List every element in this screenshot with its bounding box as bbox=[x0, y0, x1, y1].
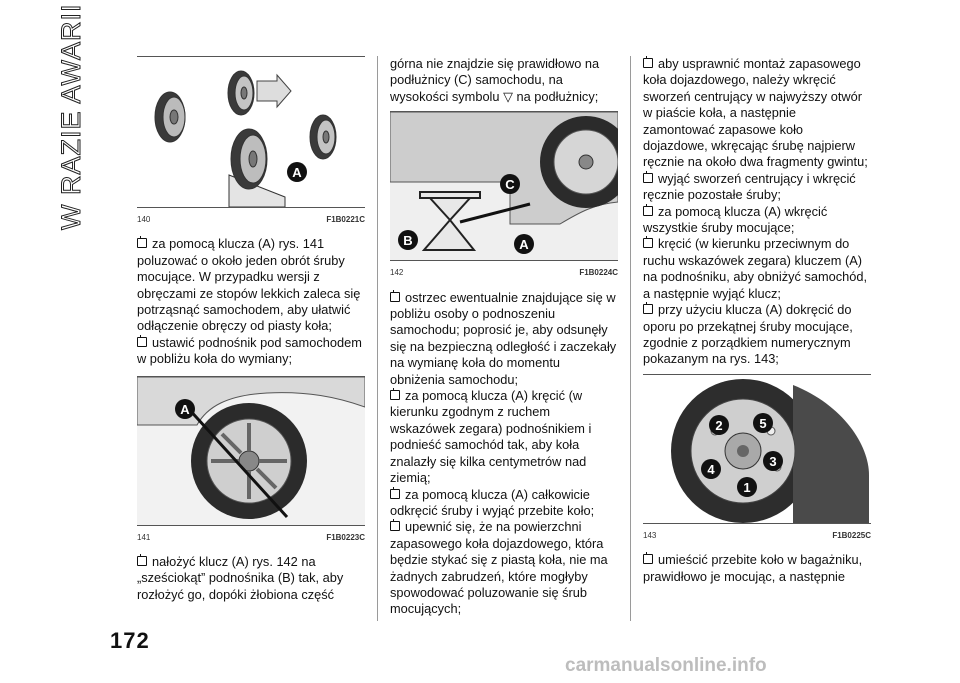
svg-text:4: 4 bbox=[707, 462, 715, 477]
figure-number: 140 bbox=[137, 215, 151, 224]
checkbox-icon bbox=[390, 519, 400, 532]
checkbox-icon bbox=[643, 552, 653, 565]
svg-text:B: B bbox=[403, 233, 412, 248]
figure-140: A bbox=[137, 56, 365, 208]
arrow-icon bbox=[256, 73, 292, 109]
list-item: nałożyć klucz (A) rys. 142 na „sześcioką… bbox=[137, 554, 344, 602]
wheel-right bbox=[309, 114, 337, 160]
checkbox-icon bbox=[137, 236, 147, 249]
column-2: górna nie znajdzie się prawidłowo na pod… bbox=[390, 56, 618, 618]
svg-text:A: A bbox=[519, 237, 529, 252]
checkbox-icon bbox=[643, 56, 653, 68]
list-item: wyjąć sworzeń centrujący i wkręcić ręczn… bbox=[643, 170, 856, 203]
callout-5 bbox=[753, 412, 773, 433]
list-item: kręcić (w kierunku przeciwnym do ruchu w… bbox=[643, 236, 868, 301]
list-item: ostrzec ewentualnie znajdujące się w pob… bbox=[390, 289, 617, 387]
jack-illustration: C B A bbox=[390, 112, 618, 255]
wrench-icon bbox=[185, 405, 289, 518]
callout-3 bbox=[763, 450, 783, 471]
column-1: A 140 F1B0221C za pomocą klucza (A) rys.… bbox=[137, 56, 365, 603]
wheel-spare bbox=[228, 128, 286, 207]
figure-code: F1B0225C bbox=[832, 530, 871, 540]
page-number: 172 bbox=[110, 628, 150, 653]
svg-text:A: A bbox=[292, 165, 302, 180]
callout-4 bbox=[701, 458, 721, 479]
callout-2 bbox=[709, 414, 729, 435]
figure-caption: 142 F1B0224C bbox=[390, 265, 618, 281]
figure-number: 143 bbox=[643, 530, 657, 540]
list-item: ustawić podnośnik pod samochodem w pobli… bbox=[137, 334, 362, 367]
callout-a bbox=[514, 234, 534, 255]
callout-a bbox=[287, 162, 307, 182]
figure-code: F1B0224C bbox=[579, 268, 618, 278]
svg-text:3: 3 bbox=[769, 454, 776, 469]
checkbox-icon bbox=[390, 388, 400, 401]
wheel-left bbox=[154, 91, 186, 143]
figure-number: 142 bbox=[390, 268, 404, 278]
figure-code: F1B0221C bbox=[326, 215, 365, 224]
wrench-icon bbox=[459, 202, 531, 224]
callout-1 bbox=[737, 476, 757, 497]
wrench-wheel-illustration: A bbox=[137, 376, 365, 519]
list-item: przy użyciu klucza (A) dokręcić do oporu… bbox=[643, 302, 853, 367]
figure-141: A bbox=[137, 375, 365, 526]
figure-caption: 140 F1B0221C bbox=[137, 212, 365, 228]
checkbox-icon bbox=[390, 486, 400, 499]
checkbox-icon bbox=[643, 302, 653, 315]
figure-142: C B A bbox=[390, 111, 618, 262]
list-item: umieścić przebite koło w bagażniku, praw… bbox=[643, 552, 863, 584]
checkbox-icon bbox=[137, 334, 147, 347]
svg-text:2: 2 bbox=[715, 418, 722, 433]
callout-c bbox=[500, 174, 520, 195]
callout-a bbox=[175, 398, 195, 419]
list-item: za pomocą klucza (A) całkowicie odkręcić… bbox=[390, 486, 595, 518]
column-divider bbox=[630, 56, 631, 621]
list-item: za pomocą klucza (A) kręcić (w kierunku … bbox=[390, 388, 592, 486]
watermark: carmanualsonline.info bbox=[565, 655, 767, 676]
figure-143: 1 2 3 4 5 bbox=[643, 373, 871, 524]
checkbox-icon bbox=[643, 203, 653, 216]
list-item: za pomocą klucza (A) wkręcić wszystkie ś… bbox=[643, 203, 828, 236]
list-item: aby usprawnić montaż zapasowego koła doj… bbox=[643, 56, 868, 170]
figure-code: F1B0223C bbox=[326, 532, 365, 542]
figure-caption: 143 F1B0225C bbox=[643, 528, 871, 544]
bolt-order-illustration: 1 2 3 4 5 bbox=[671, 378, 869, 523]
figure-number: 141 bbox=[137, 532, 151, 542]
list-item: upewnić się, że na powierzchni zapasoweg… bbox=[390, 519, 608, 617]
jack-icon bbox=[419, 191, 481, 252]
checkbox-icon bbox=[643, 170, 653, 183]
checkbox-icon bbox=[390, 289, 400, 302]
svg-text:C: C bbox=[505, 177, 515, 192]
figure-caption: 141 F1B0223C bbox=[137, 530, 365, 546]
wheels-illustration: A bbox=[154, 70, 337, 207]
section-title: W RAZIE AWARII bbox=[56, 3, 87, 231]
svg-text:1: 1 bbox=[743, 480, 750, 495]
checkbox-icon bbox=[643, 236, 653, 249]
checkbox-icon bbox=[137, 554, 147, 567]
callout-b bbox=[398, 230, 418, 251]
column-3: aby usprawnić montaż zapasowego koła doj… bbox=[643, 56, 871, 585]
svg-text:5: 5 bbox=[759, 416, 766, 431]
column-divider bbox=[377, 56, 378, 621]
wheel-top bbox=[227, 70, 255, 116]
list-item: za pomocą klucza (A) rys. 141 poluzować … bbox=[137, 236, 361, 334]
svg-text:A: A bbox=[180, 402, 190, 417]
paragraph: górna nie znajdzie się prawidłowo na pod… bbox=[390, 56, 600, 104]
